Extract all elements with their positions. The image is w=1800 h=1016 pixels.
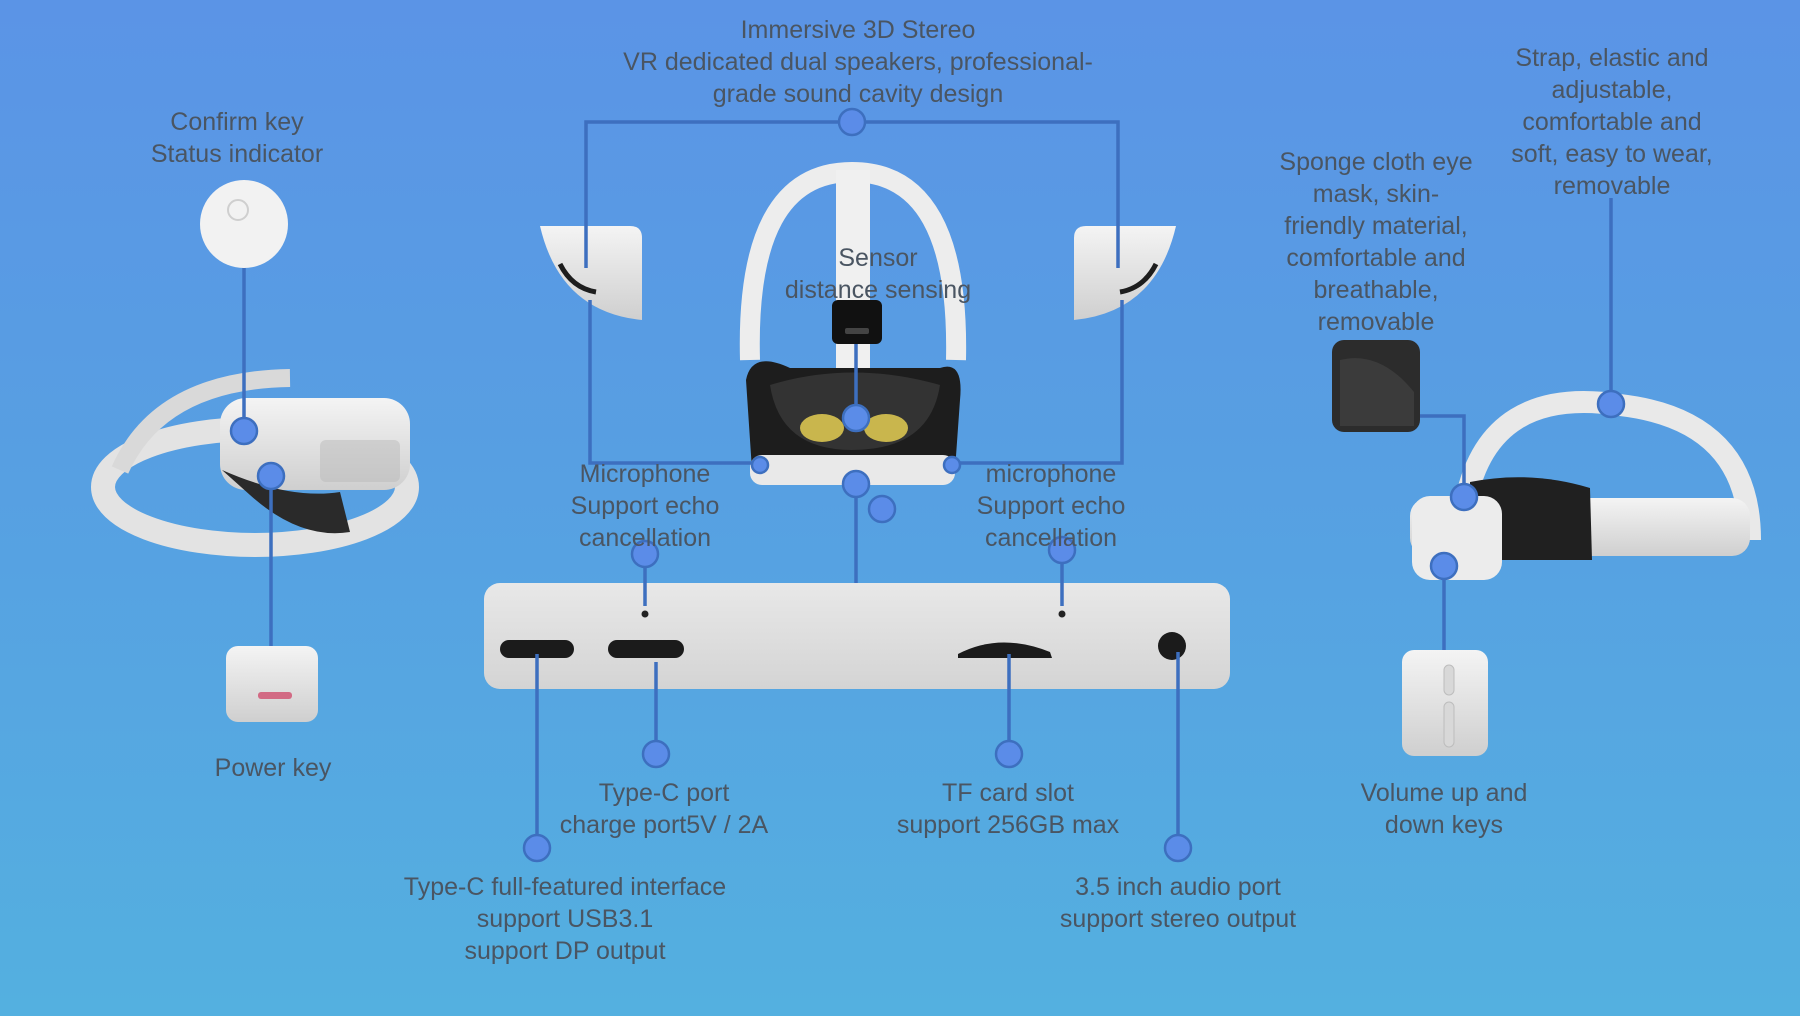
label-line: charge port5V / 2A [559, 811, 769, 839]
callout-dot-confirm [229, 416, 259, 446]
label-line: Power key [214, 754, 332, 782]
label-line: support DP output [464, 937, 666, 965]
callout-dot-mic-panel-right [1047, 535, 1077, 565]
callout-dot-typec-charge [641, 739, 671, 769]
label-line: support USB3.1 [476, 905, 654, 933]
callout-dot-eye-mask [1449, 482, 1479, 512]
label-audio-port: 3.5 inch audio port support stereo output [1060, 871, 1296, 935]
callout-dot-typec-full [522, 833, 552, 863]
label-line: 3.5 inch audio port [1075, 873, 1281, 901]
label-line: cancellation [984, 524, 1118, 552]
label-power-key: Power key [215, 752, 332, 784]
label-line: mask, skin- [1312, 180, 1440, 208]
callout-line-eye-mask [1420, 414, 1466, 497]
callout-dot-volume [1429, 551, 1459, 581]
label-line: Sponge cloth eye [1279, 148, 1473, 176]
label-line: removable [1553, 172, 1671, 200]
label-line: Volume up and [1360, 779, 1528, 807]
label-line: Immersive 3D Stereo [740, 16, 976, 44]
label-line: Support echo [570, 492, 720, 520]
label-line: Sensor [838, 244, 918, 272]
volume-keys-thumbnail [1402, 650, 1488, 756]
label-line: support stereo output [1059, 905, 1297, 933]
label-typec-charge: Type-C port charge port5V / 2A [560, 777, 768, 841]
label-line: Support echo [976, 492, 1126, 520]
power-key-thumbnail [226, 646, 318, 722]
label-line: Confirm key [170, 108, 304, 136]
label-speakers: Immersive 3D Stereo VR dedicated dual spe… [623, 14, 1093, 110]
headset-left-illustration [91, 369, 419, 557]
callout-dot-mic-right-front [942, 455, 962, 475]
callout-dot-tf [994, 739, 1024, 769]
eye-mask-thumbnail [1332, 340, 1420, 432]
label-line: comfortable and [1286, 244, 1466, 272]
label-line: Type-C full-featured interface [403, 873, 727, 901]
label-sensor: Sensor distance sensing [785, 242, 971, 306]
callout-dot-speakers [837, 107, 867, 137]
callout-line-mic-right [952, 300, 1124, 465]
label-line: support 256GB max [896, 811, 1120, 839]
label-line: VR dedicated dual speakers, professional… [623, 48, 1093, 76]
label-typec-full: Type-C full-featured interface support US… [404, 871, 726, 967]
label-eye-mask: Sponge cloth eye mask, skin-friendly mate… [1279, 146, 1472, 338]
callout-dot-mic-left-front [750, 455, 770, 475]
label-line: cancellation [578, 524, 712, 552]
callout-dot-power [256, 461, 286, 491]
callout-dot-audio [1163, 833, 1193, 863]
headset-front-illustration [739, 161, 967, 485]
label-line: friendly material, [1284, 212, 1468, 240]
speaker-right-thumbnail [1074, 226, 1176, 320]
confirm-key-thumbnail [200, 180, 288, 268]
label-line: comfortable and [1522, 108, 1702, 136]
callout-dot-extra [867, 494, 897, 524]
label-line: Type-C port [598, 779, 730, 807]
label-line: adjustable, [1551, 76, 1673, 104]
callout-line-mic-left [588, 300, 760, 465]
port-panel-illustration [484, 583, 1230, 689]
label-line: removable [1317, 308, 1435, 336]
label-line: grade sound cavity design [712, 80, 1004, 108]
label-line: breathable, [1313, 276, 1439, 304]
callout-dot-panel [841, 469, 871, 499]
label-line: distance sensing [784, 276, 972, 304]
label-line: down keys [1384, 811, 1504, 839]
speaker-left-thumbnail [540, 226, 642, 320]
label-line: Strap, elastic and [1515, 44, 1709, 72]
label-line: soft, easy to wear, [1511, 140, 1713, 168]
callout-dot-mic-panel-left [630, 539, 660, 569]
label-strap: Strap, elastic and adjustable, comfortable… [1511, 42, 1713, 202]
label-line: microphone [985, 460, 1117, 488]
callout-dot-sensor [841, 403, 871, 433]
label-volume-keys: Volume up and down keys [1361, 777, 1528, 841]
label-line: Microphone [579, 460, 711, 488]
label-tf-card: TF card slot support 256GB max [897, 777, 1119, 841]
callout-dot-strap [1596, 389, 1626, 419]
label-line: TF card slot [942, 779, 1074, 807]
label-line: Status indicator [150, 140, 324, 168]
